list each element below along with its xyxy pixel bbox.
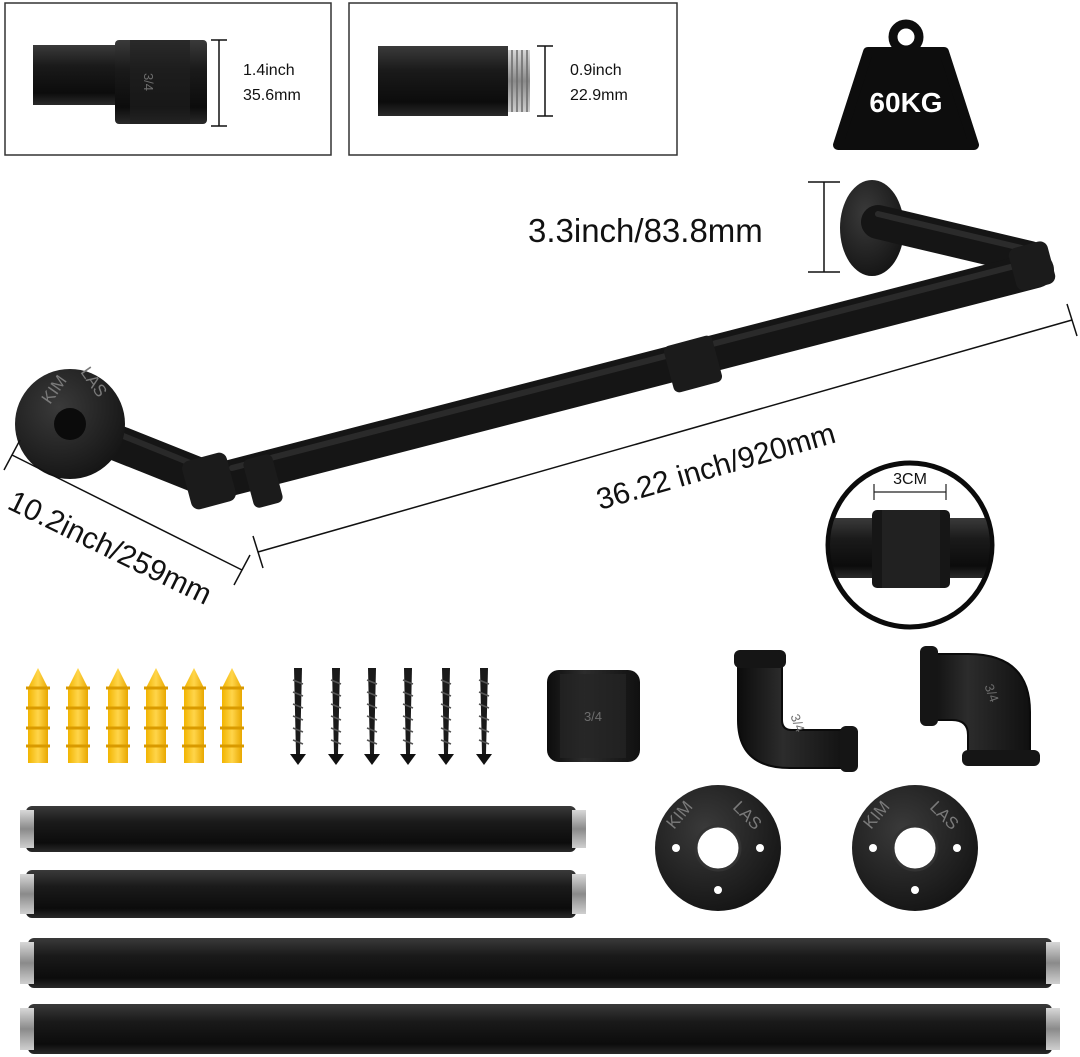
pipe-icon	[20, 806, 586, 852]
assembled-pipe-rack: KIM LAS	[15, 180, 1056, 510]
coupling-size-mm: 35.6mm	[243, 87, 301, 104]
floor-flange-icon: KIM LAS	[852, 785, 978, 911]
screw-icon	[438, 668, 454, 765]
weight-icon: 60KG	[833, 19, 979, 150]
pipe-icon	[20, 938, 1060, 988]
screw-icon	[400, 668, 416, 765]
wall-anchor-icon	[26, 668, 50, 763]
screw-icon	[364, 668, 380, 765]
wall-anchor-icon	[182, 668, 206, 763]
coupling-zoom-inset: 3CM	[825, 460, 995, 630]
screw-icon	[476, 668, 492, 765]
elbow-marking: 3/4	[788, 712, 808, 734]
elbow-marking: 3/4	[982, 682, 1002, 704]
pipes	[20, 806, 1060, 1054]
wall-anchor-icon	[106, 668, 130, 763]
pipe-thread	[508, 50, 530, 112]
length-label: 36.22 inch/920mm	[593, 417, 839, 517]
wall-anchors	[26, 668, 244, 763]
wall-anchor-icon	[144, 668, 168, 763]
pipe-icon	[378, 46, 508, 116]
coupling-width-label: 3CM	[893, 471, 927, 488]
elbow-fitting-icon	[1008, 241, 1056, 291]
coupling-size-inch: 1.4inch	[243, 62, 295, 79]
pipe-icon	[20, 1004, 1060, 1054]
height-label: 3.3inch/83.8mm	[528, 212, 763, 249]
floor-flange-icon: KIM LAS	[655, 785, 781, 911]
wall-anchor-icon	[66, 668, 90, 763]
coupling-icon: 3/4	[547, 670, 640, 762]
elbow-fitting-icon	[182, 452, 236, 510]
pipe-end-size-inch: 0.9inch	[570, 62, 622, 79]
pipe-end-size-inset: 0.9inch 22.9mm	[348, 2, 678, 156]
screws	[290, 668, 492, 765]
pipe-icon	[20, 870, 586, 918]
screw-icon	[290, 668, 306, 765]
coupling-marking: 3/4	[584, 709, 602, 724]
wall-anchor-icon	[220, 668, 244, 763]
elbow-fitting-icon: 3/4	[734, 650, 858, 772]
pipe-end-size-mm: 22.9mm	[570, 87, 628, 104]
elbow-fitting-icon: 3/4	[920, 646, 1040, 766]
coupling-size-inset: 3/4 1.4inch 35.6mm	[4, 2, 332, 156]
load-capacity-label: 60KG	[869, 87, 942, 118]
screw-icon	[328, 668, 344, 765]
height-dimension: 3.3inch/83.8mm	[528, 181, 840, 273]
coupling-marking: 3/4	[141, 73, 156, 91]
coupling-icon	[663, 335, 723, 393]
